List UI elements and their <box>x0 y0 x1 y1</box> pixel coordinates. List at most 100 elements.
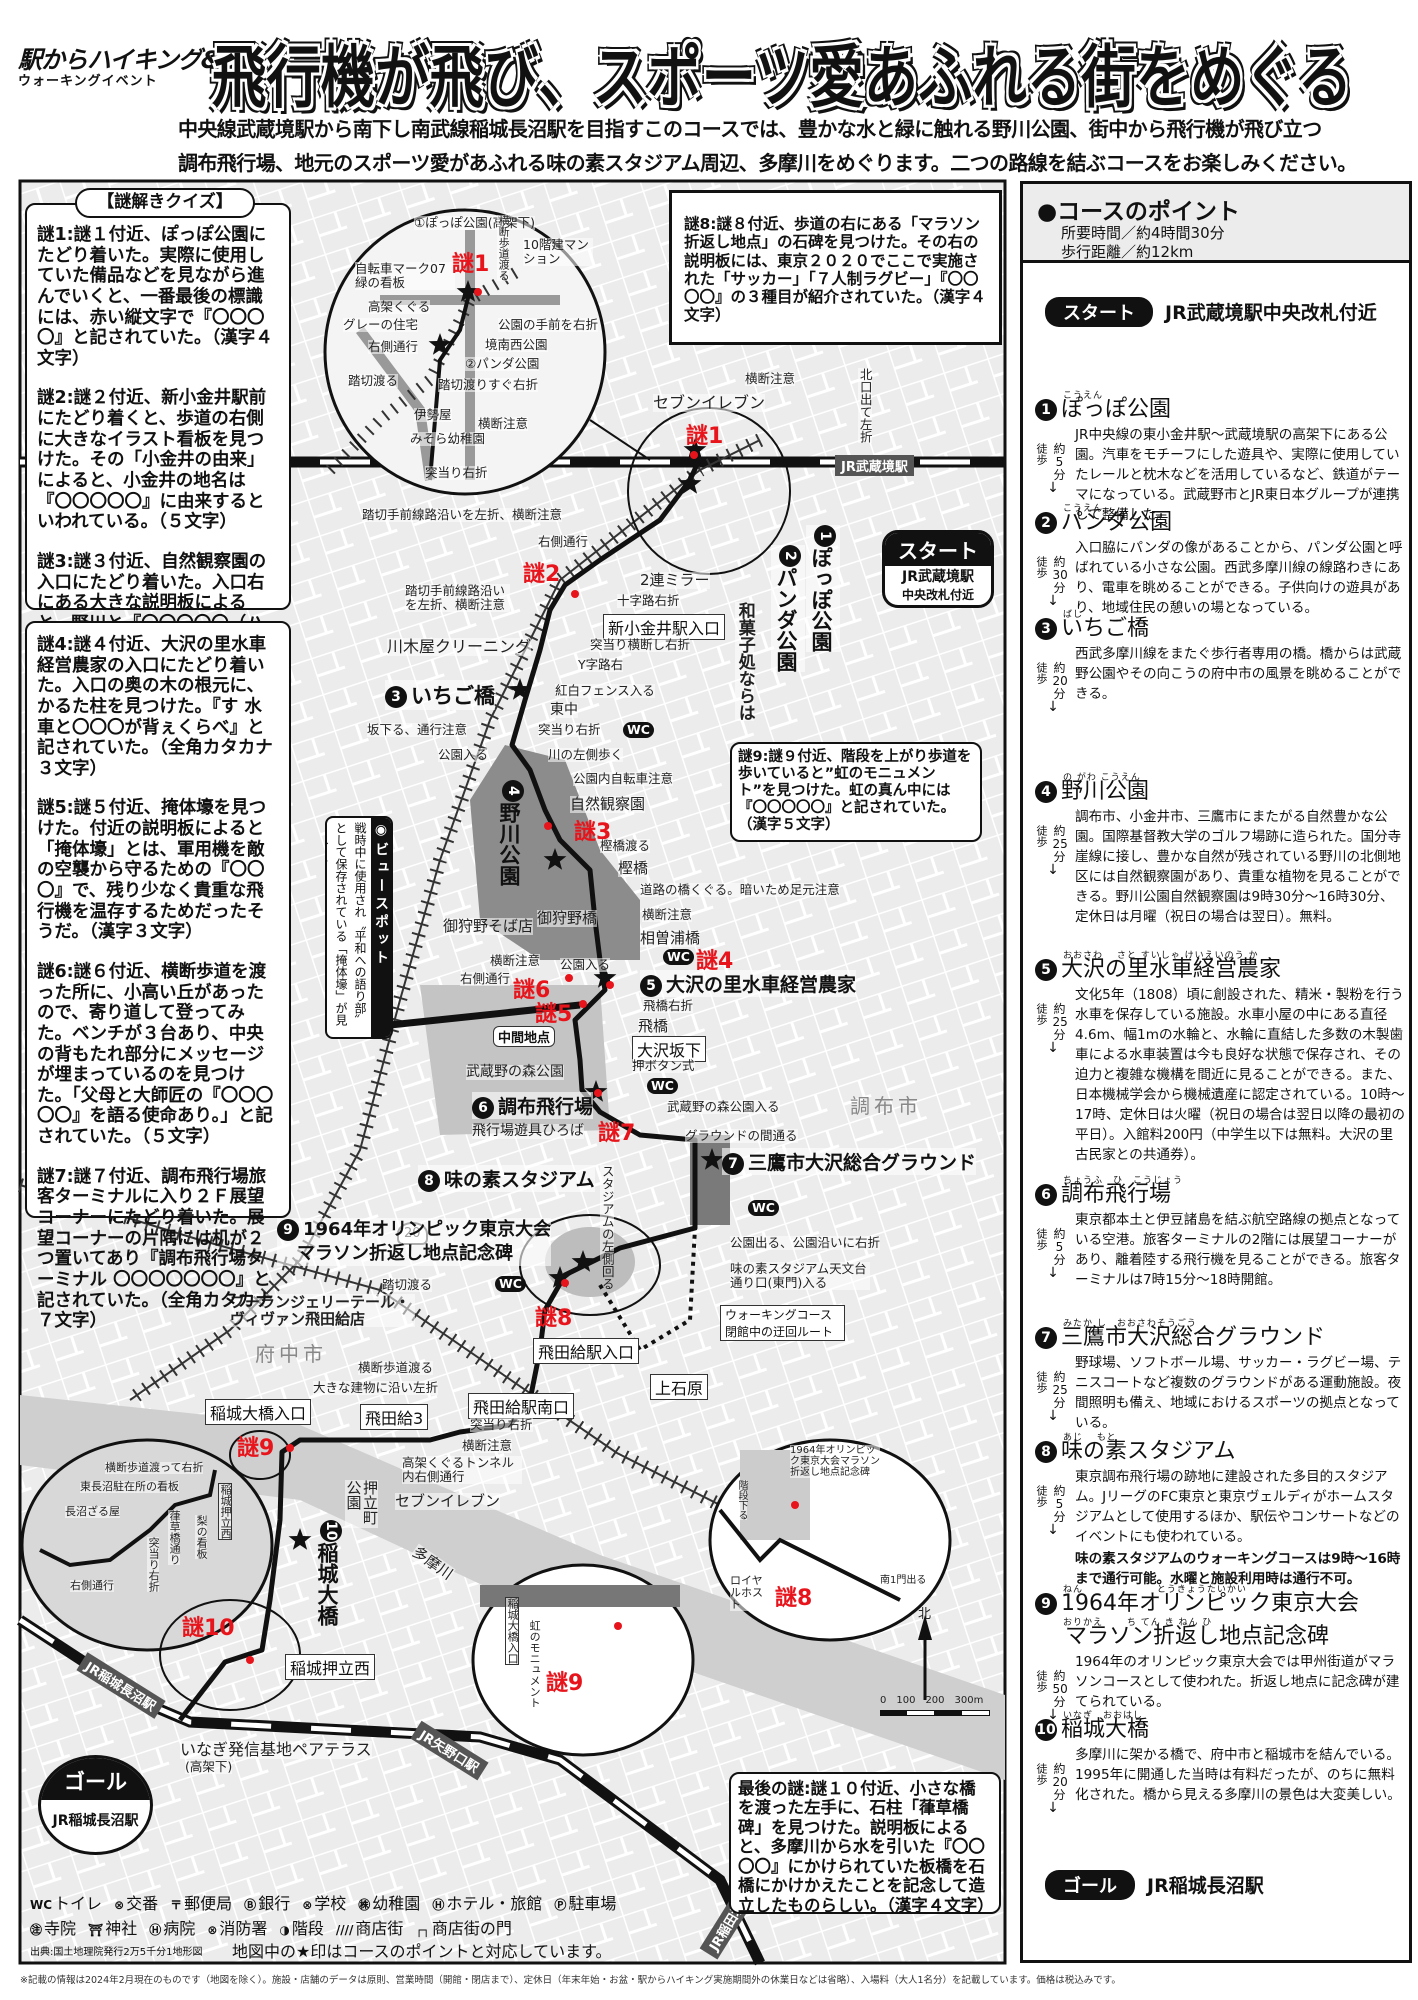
legend-icon: ⛩ <box>88 1923 104 1937</box>
map-label: 和菓子処ならは <box>734 602 755 721</box>
star-marker-icon <box>428 333 452 355</box>
point-number-icon: 9 <box>1035 1593 1057 1615</box>
point-title-2: マラソン折返し地点記念碑 <box>1065 1624 1330 1649</box>
map-label: セブンイレブン <box>653 393 766 412</box>
legend-item: ◑階段 <box>279 1919 324 1938</box>
quiz-6: 謎6:謎６付近、横断歩道を渡った所に、小高い丘があったので、寄り道して登ってみた… <box>37 961 274 1148</box>
area-label-fuchu: 府中市 <box>255 1342 327 1366</box>
map-label: 高架くぐる <box>368 299 431 314</box>
map-label: 稲城押立西 <box>218 1483 233 1540</box>
point-number-icon: 6 <box>1035 1184 1057 1206</box>
legend-item: ㊑幼稚園 <box>358 1894 421 1913</box>
map-label: 横断注意 <box>462 1438 513 1453</box>
map-label: 右側通行 <box>368 339 419 354</box>
legend-icon: ⊗ <box>114 1898 125 1912</box>
map-label: セブンイレブン <box>395 1492 501 1510</box>
down-arrow-icon: ↓ <box>1047 593 1059 609</box>
star-marker-icon <box>700 1148 724 1170</box>
midpoint-badge: 中間地点 <box>493 1026 556 1047</box>
point-number-icon: 5 <box>640 974 662 997</box>
north-label: 北 <box>918 1607 932 1622</box>
point-ruby: ねん とうきょうたいかい <box>1063 1585 1247 1595</box>
map-label: Y字路右 <box>578 657 624 672</box>
map-label: 10階建マンション <box>523 238 593 266</box>
map-label: 公園の手前を右折 <box>498 317 599 332</box>
map-label: 味の素スタジアム天文台通り口(東門)入る <box>730 1262 870 1290</box>
star-marker-icon <box>456 280 480 302</box>
down-arrow-icon: ↓ <box>1047 699 1059 715</box>
map-label: 階段下る <box>736 1480 747 1520</box>
toilet-icon: WC <box>623 722 654 738</box>
map-label: 突当り右折 <box>425 465 488 480</box>
viewspot-title: ◉ビュースポット <box>371 818 391 1037</box>
map-label: ブーランジェリーテール・ヴィヴァン飛田給店 <box>230 1294 415 1327</box>
point-number-icon: 7 <box>1035 1327 1057 1349</box>
puzzle-marker-2: 謎2 <box>523 562 561 587</box>
legend-icon: ⊗ <box>302 1898 313 1912</box>
point-description: 西武多摩川線をまたぐ歩行者専用の橋。橋からは武蔵野公園やその向こうの府中市の風景… <box>1075 646 1402 702</box>
walk-time: 徒歩約30分↓ <box>1035 556 1071 609</box>
point-number-icon: 1 <box>814 525 836 547</box>
station-label-musashisakai: JR武蔵境駅 <box>835 455 914 476</box>
point-name: いちご橋 <box>411 684 495 708</box>
map-label: 坂下る、通行注意 <box>367 722 468 737</box>
map-label: 公園入る <box>438 747 489 762</box>
viewspot-text: 戦時中に使用され〝平和への語り部〟として保存されている「掩体壕」が見られます <box>327 822 367 1026</box>
start-gate: 中央改札付近 <box>901 588 974 602</box>
map-label: 境南西公園 <box>485 337 548 352</box>
map-label: 道路の橋くぐる。暗いため足元注意 <box>640 882 840 897</box>
course-title: ●コースのポイント <box>1037 199 1240 225</box>
quiz-box-1-3: 謎1:謎１付近、ぽっぽ公園にたどり着いた。実際に使用していた備品などを見ながら進… <box>25 203 291 696</box>
map-label: 横断注意 <box>745 371 796 386</box>
point-number-icon: 10 <box>320 1520 342 1542</box>
map-label: 川の左側歩く <box>548 747 624 762</box>
puzzle-marker-6: 謎6 <box>513 978 551 1003</box>
point-description: 野球場、ソフトボール場、サッカー・ラグビー場、テニスコートなど複数のグラウンドが… <box>1075 1355 1402 1431</box>
puzzle-marker-9: 謎9 <box>237 1436 275 1461</box>
quiz-8: 謎8:謎８付近、歩道の右にある「マラソン折返し地点」の石碑を見つけた。その右の説… <box>684 215 986 325</box>
point-number-icon: 10 <box>1035 1719 1057 1741</box>
viewspot-box: ◉ビュースポット 戦時中に使用され〝平和への語り部〟として保存されている「掩体壕… <box>325 816 393 1039</box>
down-arrow-icon: ↓ <box>1047 862 1059 878</box>
toilet-icon: WC <box>495 1276 526 1292</box>
point-name: パンダ公園 <box>774 567 798 672</box>
legend-icon: //// <box>335 1923 354 1937</box>
map-label: 横断歩道渡る <box>497 215 511 281</box>
walk-time: 徒歩約5分↓ <box>1035 1228 1071 1281</box>
point-number-icon: 5 <box>1035 959 1057 981</box>
map-label: 稲城大橋入口 <box>505 1597 520 1665</box>
down-arrow-icon: ↓ <box>1047 1040 1059 1056</box>
map-label: 踏切渡る <box>382 1277 433 1292</box>
legend-icon: ┌┐ <box>415 1923 430 1937</box>
map-label: 相曽浦橋 <box>640 929 701 947</box>
point-number-icon: 2 <box>1035 512 1057 534</box>
bus-stop-inagi-oshitate: 稲城押立西 <box>285 1654 376 1680</box>
map-label: 右側通行 <box>70 1579 114 1593</box>
star-note: 地図中の★印はコースのポイントと対応しています。 <box>232 1942 612 1961</box>
map-label: 川木屋クリーニング <box>387 637 532 656</box>
point-ruby-2: おりかえ ち てん き ねん ひ <box>1063 1618 1213 1628</box>
intro-line-1: 中央線武蔵境駅から南下し南武線稲城長沼駅を目指すこのコースでは、豊かな水と緑に触… <box>178 117 1322 141</box>
legend-icon: ◑ <box>279 1923 290 1937</box>
point-number-icon: 7 <box>722 1152 744 1175</box>
point-number-icon: 8 <box>1035 1441 1057 1463</box>
puzzle-marker-5: 謎5 <box>535 1002 573 1027</box>
down-arrow-icon: ↓ <box>1047 1522 1059 1538</box>
map-label: 東長沼駐在所の看板 <box>80 1480 179 1494</box>
map-label: (高架下) <box>185 1759 233 1774</box>
map-label: 突当り右折 <box>538 722 601 737</box>
